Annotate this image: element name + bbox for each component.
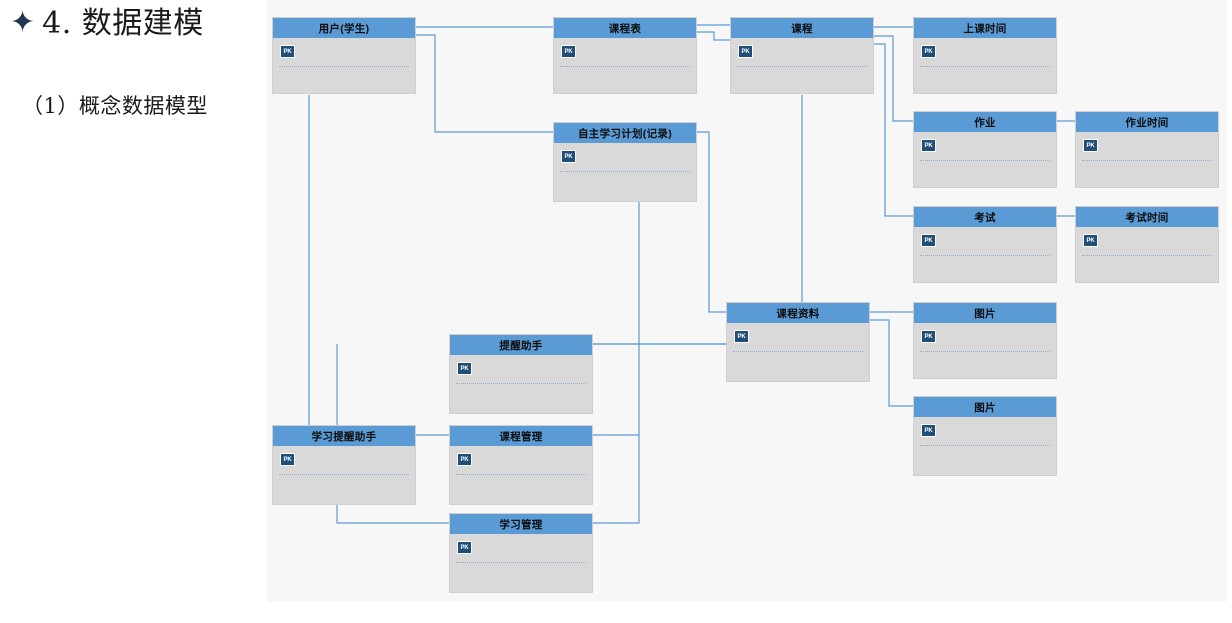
attribute-divider (560, 171, 690, 172)
entity-body-user: PK (273, 38, 415, 93)
entity-class-time[interactable]: 上课时间 PK (913, 17, 1057, 94)
entity-body-timetable: PK (554, 38, 696, 93)
entity-course[interactable]: 课程 PK (730, 17, 874, 94)
section-subtitle: （1）概念数据模型 (22, 94, 208, 118)
pk-badge-icon: PK (734, 330, 749, 343)
pk-badge-icon: PK (561, 45, 576, 58)
entity-header-exam: 考试 (914, 207, 1056, 227)
attribute-divider (1082, 160, 1212, 161)
link-selfstudy-studymgmt (593, 200, 640, 524)
attribute-divider (920, 445, 1050, 446)
entity-study-mgmt[interactable]: 学习管理 PK (449, 513, 593, 593)
entity-body-image-2: PK (914, 417, 1056, 475)
pk-badge-icon: PK (457, 453, 472, 466)
link-timetable-course-2 (697, 31, 730, 41)
entity-body-study-mgmt: PK (450, 534, 592, 592)
pk-badge-icon: PK (280, 453, 295, 466)
attribute-divider (1082, 255, 1212, 256)
attribute-divider (737, 66, 867, 67)
page-title: ✦ 4. 数据建模 (10, 5, 204, 41)
attribute-divider (456, 383, 586, 384)
link-course-exam (874, 43, 913, 217)
entity-image-1[interactable]: 图片 PK (913, 302, 1057, 379)
attribute-divider (560, 66, 690, 67)
pk-badge-icon: PK (1083, 139, 1098, 152)
entity-body-exam: PK (914, 227, 1056, 282)
entity-body-course-material: PK (727, 323, 869, 381)
attribute-divider (920, 160, 1050, 161)
attribute-divider (920, 351, 1050, 352)
entity-exam-time[interactable]: 考试时间 PK (1075, 206, 1219, 283)
entity-header-exam-time: 考试时间 (1076, 207, 1218, 227)
entity-course-material[interactable]: 课程资料 PK (726, 302, 870, 382)
entity-header-study-mgmt: 学习管理 (450, 514, 592, 534)
er-diagram-canvas[interactable]: 用户(学生) PK 课程表 PK 课程 PK 上课时间 PK 自主学习计划(记录… (267, 0, 1227, 602)
slide-text-column: ✦ 4. 数据建模 （1）概念数据模型 (0, 0, 262, 623)
entity-header-course: 课程 (731, 18, 873, 38)
entity-reminder-helper[interactable]: 提醒助手 PK (449, 334, 593, 414)
entity-body-homework-time: PK (1076, 132, 1218, 187)
entity-body-class-time: PK (914, 38, 1056, 93)
entity-body-course: PK (731, 38, 873, 93)
entity-body-course-mgmt: PK (450, 446, 592, 504)
entity-header-user: 用户(学生) (273, 18, 415, 38)
pk-badge-icon: PK (921, 424, 936, 437)
entity-body-homework: PK (914, 132, 1056, 187)
attribute-divider (456, 562, 586, 563)
entity-header-image-2: 图片 (914, 397, 1056, 417)
entity-exam[interactable]: 考试 PK (913, 206, 1057, 283)
attribute-divider (920, 66, 1050, 67)
entity-body-study-reminder: PK (273, 446, 415, 504)
entity-timetable[interactable]: 课程表 PK (553, 17, 697, 94)
entity-body-image-1: PK (914, 323, 1056, 378)
entity-header-course-mgmt: 课程管理 (450, 426, 592, 446)
pk-badge-icon: PK (921, 234, 936, 247)
page-title-text: 4. 数据建模 (42, 6, 204, 41)
link-selfstudy-material (697, 131, 726, 313)
pk-badge-icon: PK (457, 541, 472, 554)
entity-homework[interactable]: 作业 PK (913, 111, 1057, 188)
link-studyreminder-studymgmt (336, 503, 449, 524)
attribute-divider (920, 255, 1050, 256)
sparkle-star-icon: ✦ (10, 5, 36, 39)
entity-course-mgmt[interactable]: 课程管理 PK (449, 425, 593, 505)
entity-header-class-time: 上课时间 (914, 18, 1056, 38)
pk-badge-icon: PK (457, 362, 472, 375)
entity-user[interactable]: 用户(学生) PK (272, 17, 416, 94)
attribute-divider (733, 351, 863, 352)
entity-image-2[interactable]: 图片 PK (913, 396, 1057, 476)
entity-header-reminder-helper: 提醒助手 (450, 335, 592, 355)
entity-header-timetable: 课程表 (554, 18, 696, 38)
pk-badge-icon: PK (561, 150, 576, 163)
entity-header-image-1: 图片 (914, 303, 1056, 323)
entity-body-reminder-helper: PK (450, 355, 592, 413)
entity-header-homework: 作业 (914, 112, 1056, 132)
pk-badge-icon: PK (1083, 234, 1098, 247)
attribute-divider (456, 474, 586, 475)
entity-header-self-study-plan: 自主学习计划(记录) (554, 123, 696, 143)
attribute-divider (279, 66, 409, 67)
entity-study-reminder[interactable]: 学习提醒助手 PK (272, 425, 416, 505)
pk-badge-icon: PK (921, 45, 936, 58)
entity-body-exam-time: PK (1076, 227, 1218, 282)
pk-badge-icon: PK (921, 330, 936, 343)
pk-badge-icon: PK (280, 45, 295, 58)
connector-layer (308, 24, 1075, 524)
pk-badge-icon: PK (921, 139, 936, 152)
entity-homework-time[interactable]: 作业时间 PK (1075, 111, 1219, 188)
entity-header-course-material: 课程资料 (727, 303, 869, 323)
pk-badge-icon: PK (738, 45, 753, 58)
entity-body-self-study-plan: PK (554, 143, 696, 201)
attribute-divider (279, 474, 409, 475)
link-user-selfstudyplan (416, 34, 553, 133)
link-course-homework (874, 35, 913, 122)
entity-self-study-plan[interactable]: 自主学习计划(记录) PK (553, 122, 697, 202)
link-material-image2 (870, 319, 913, 407)
entity-header-study-reminder: 学习提醒助手 (273, 426, 415, 446)
entity-header-homework-time: 作业时间 (1076, 112, 1218, 132)
